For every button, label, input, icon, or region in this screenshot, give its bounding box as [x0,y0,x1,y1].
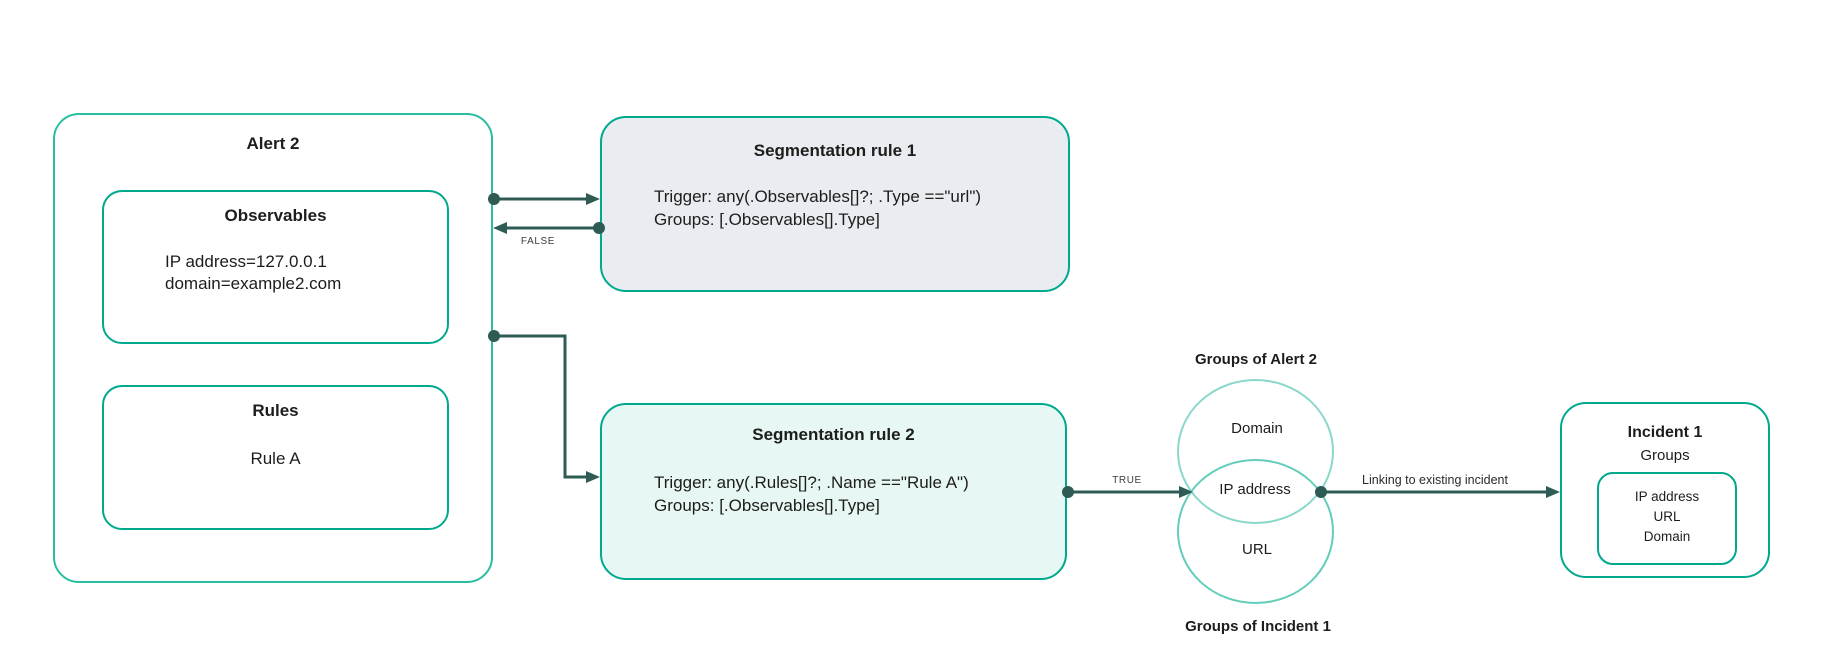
segmentation-rule-2-groups: Groups: [.Observables[].Type] [654,496,880,515]
incident-1-groups-box: IP address URL Domain [1597,472,1737,565]
edge-venn-to-incident1 [1315,486,1560,498]
rule-line: Rule A [250,449,301,468]
segmentation-rule-2-title: Segmentation rule 2 [752,425,915,444]
observable-line: domain=example2.com [165,274,342,293]
segmentation-rule-1-title: Segmentation rule 1 [753,141,917,160]
edge-alert2-to-rule1 [488,193,600,205]
incident-group-item: IP address [1634,489,1700,504]
segmentation-rule-1-groups: Groups: [.Observables[].Type] [654,210,880,229]
true-branch-label: TRUE [1112,475,1142,486]
observables-title: Observables [224,206,327,225]
venn-top-label: Groups of Alert 2 [1195,351,1317,368]
edge-alert2-to-rule2 [488,330,600,483]
segmentation-rule-2-trigger: Trigger: any(.Rules[]?; .Name =="Rule A"… [654,473,969,492]
incident-1-group-items: IP address URL Domain [1599,474,1735,547]
alert2-title: Alert 2 [246,134,300,153]
segmentation-rule-1-box: Segmentation rule 1 Trigger: any(.Observ… [600,116,1070,292]
venn-bottom-label: Groups of Incident 1 [1185,618,1331,635]
edge-rule1-false-to-alert2 [493,222,605,234]
rules-box: Rules Rule A [102,385,449,530]
false-branch-label: FALSE [520,236,556,247]
segmentation-rule-1-body: Trigger: any(.Observables[]?; .Type =="u… [602,185,1068,231]
observables-list: IP address=127.0.0.1 domain=example2.com [104,251,447,295]
venn-top-circle [1177,379,1334,524]
segmentation-rule-2-box: Segmentation rule 2 Trigger: any(.Rules[… [600,403,1067,580]
segmentation-rule-1-trigger: Trigger: any(.Observables[]?; .Type =="u… [654,187,982,206]
observable-line: IP address=127.0.0.1 [165,252,327,271]
venn-domain-item: Domain [1231,420,1283,437]
linking-to-incident-label: Linking to existing incident [1362,473,1508,487]
incident-1-title: Incident 1 [1627,424,1703,441]
edge-rule2-true-to-venn [1062,486,1193,498]
incident-group-item: Domain [1643,529,1691,544]
venn-url-item: URL [1241,541,1273,558]
incident-1-groups-label: Groups [1640,447,1690,464]
incident-group-item: URL [1653,509,1681,524]
rules-title: Rules [252,401,299,420]
venn-ip-address-item: IP address [1219,481,1291,498]
observables-box: Observables IP address=127.0.0.1 domain=… [102,190,449,344]
segmentation-rule-2-body: Trigger: any(.Rules[]?; .Name =="Rule A"… [602,471,1065,517]
incident-1-box: Incident 1 Groups IP address URL Domain [1560,402,1770,578]
alert2-box: Alert 2 Observables IP address=127.0.0.1… [53,113,493,583]
